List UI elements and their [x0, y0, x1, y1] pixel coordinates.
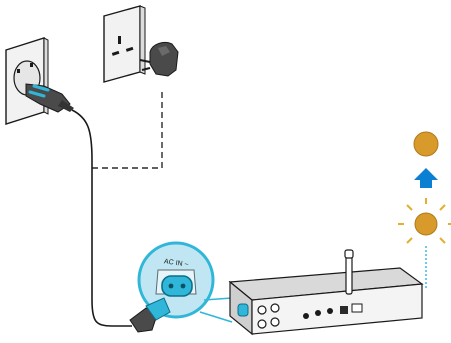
iec-connector-icon [129, 297, 171, 333]
uk-plug-adapter-icon [139, 41, 179, 77]
zoom-callout-lines [199, 297, 233, 323]
alternative-connection-dashed-line [92, 92, 163, 169]
antenna-icon [344, 249, 354, 295]
ac-inlet-magnifier-icon: AC IN ~ [137, 241, 215, 319]
eu-plug-icon [25, 83, 74, 113]
audio-device-rear-icon [228, 267, 424, 336]
uk-wall-socket-icon [103, 5, 146, 83]
up-arrow-icon [414, 168, 438, 188]
eu-wall-socket-icon [5, 37, 49, 125]
indicator-led-on-icon [413, 131, 439, 157]
ac-in-label: AC IN ~ [163, 258, 188, 268]
power-cable [71, 109, 132, 327]
indicator-led-glowing-icon [398, 198, 451, 244]
